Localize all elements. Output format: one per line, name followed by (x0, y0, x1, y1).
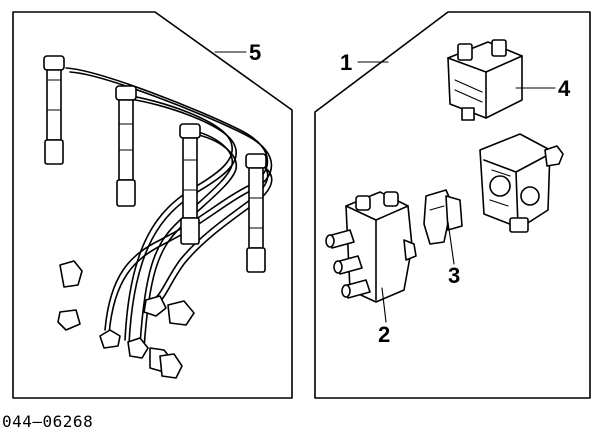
plug-boot-2 (115, 85, 137, 207)
wire-terminal-1 (57, 260, 83, 331)
callout-1: 1 (340, 50, 352, 75)
leader-line-2 (381, 287, 387, 323)
distributor-cap (325, 191, 417, 303)
plug-boot-3 (179, 123, 201, 245)
wire-terminal-3 (143, 295, 195, 326)
callout-5: 5 (249, 40, 261, 65)
distributor-rotor (423, 189, 463, 245)
callout-3: 3 (448, 263, 460, 288)
wire-terminal-4 (149, 347, 183, 379)
plug-boot-4 (245, 153, 267, 273)
wire-terminal-2 (99, 329, 149, 359)
ignition-coil (447, 39, 523, 121)
leader-line-3 (447, 221, 455, 265)
left-panel-frame (12, 11, 293, 399)
distributor-housing (479, 133, 564, 233)
callout-2: 2 (378, 322, 390, 347)
spark-plug-wire-set (43, 55, 273, 379)
catalog-number: 044–06268 (2, 412, 94, 431)
right-panel-frame (314, 11, 591, 399)
callout-4: 4 (558, 76, 571, 101)
plug-boot-1 (43, 55, 65, 165)
